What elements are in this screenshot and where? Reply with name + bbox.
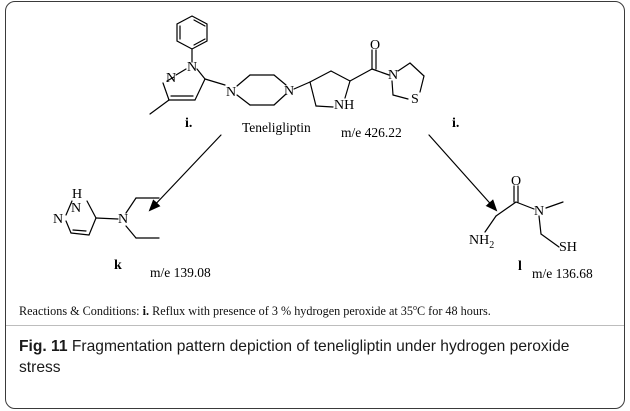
atom-n-k-2: N	[53, 212, 63, 227]
thiazolidine-ring	[391, 62, 425, 100]
atom-o-l: O	[511, 174, 521, 189]
conditions-text-end: C for 48 hours.	[417, 304, 491, 319]
pyrrolidine-ring	[309, 70, 351, 108]
atom-n-piperazine-1: N	[226, 85, 236, 100]
atom-n-k-amine: N	[118, 212, 128, 227]
atom-n-k-1: N	[71, 201, 81, 216]
atom-n-thiazolidine: N	[388, 68, 398, 83]
piperazine-ring	[236, 74, 287, 106]
conditions-degree: o	[413, 303, 417, 312]
caption-divider	[6, 325, 624, 326]
mass-k: m/e 139.08	[150, 265, 211, 280]
reaction-scheme: N N N N NH O N S H N N N O N NH2 SH Tene…	[53, 15, 593, 281]
amide-bond	[371, 68, 390, 76]
atom-n-pyrazole-1: N	[187, 60, 197, 75]
carbonyl-bond	[349, 68, 373, 82]
methyl-bond	[149, 99, 170, 115]
atom-n-piperazine-2: N	[284, 84, 294, 99]
reagent-label-left: i.	[185, 116, 192, 131]
pyrazole-ring	[162, 68, 206, 101]
conditions-text: Reflux with presence of 3 % hydrogen per…	[149, 304, 413, 319]
product-l-structure	[484, 185, 564, 248]
figure-frame: N N N N NH O N S H N N N O N NH2 SH Tene…	[5, 1, 625, 409]
reagent-label-right: i.	[452, 116, 459, 131]
figure-caption: Fig. 11 Fragmentation pattern depiction …	[19, 336, 594, 378]
caption-text: Fragmentation pattern depiction of tenel…	[19, 338, 570, 376]
mass-teneligliptin: m/e 426.22	[341, 125, 402, 140]
compound-name-teneligliptin: Teneligliptin	[242, 120, 311, 135]
piperazine-pyrrolidine-bond	[293, 81, 311, 90]
atom-n-l: N	[534, 204, 544, 219]
pyrazole-piperazine-bond	[204, 78, 226, 86]
conditions-step: i.	[142, 304, 150, 319]
phenyl-ring	[176, 15, 208, 50]
figure-label: Fig. 11	[19, 338, 68, 355]
atom-s-thiazolidine: S	[411, 92, 419, 107]
atom-nh-pyrrolidine: NH	[334, 98, 354, 113]
product-k-structure	[65, 197, 160, 239]
atom-sh-l: SH	[559, 240, 577, 255]
atom-n-pyrazole-2: N	[166, 71, 176, 86]
mass-l: m/e 136.68	[532, 266, 593, 281]
arrow-to-k	[148, 134, 222, 212]
atom-o-carbonyl: O	[370, 38, 380, 53]
arrow-to-l	[428, 134, 498, 212]
product-label-k: k	[114, 258, 122, 273]
product-label-l: l	[518, 259, 522, 274]
atom-h-k: H	[72, 187, 82, 202]
conditions-prefix: Reactions & Conditions:	[19, 304, 143, 319]
reaction-conditions: Reactions & Conditions: i. Reflux with p…	[19, 303, 619, 319]
atom-nh2-l: NH2	[469, 233, 494, 251]
